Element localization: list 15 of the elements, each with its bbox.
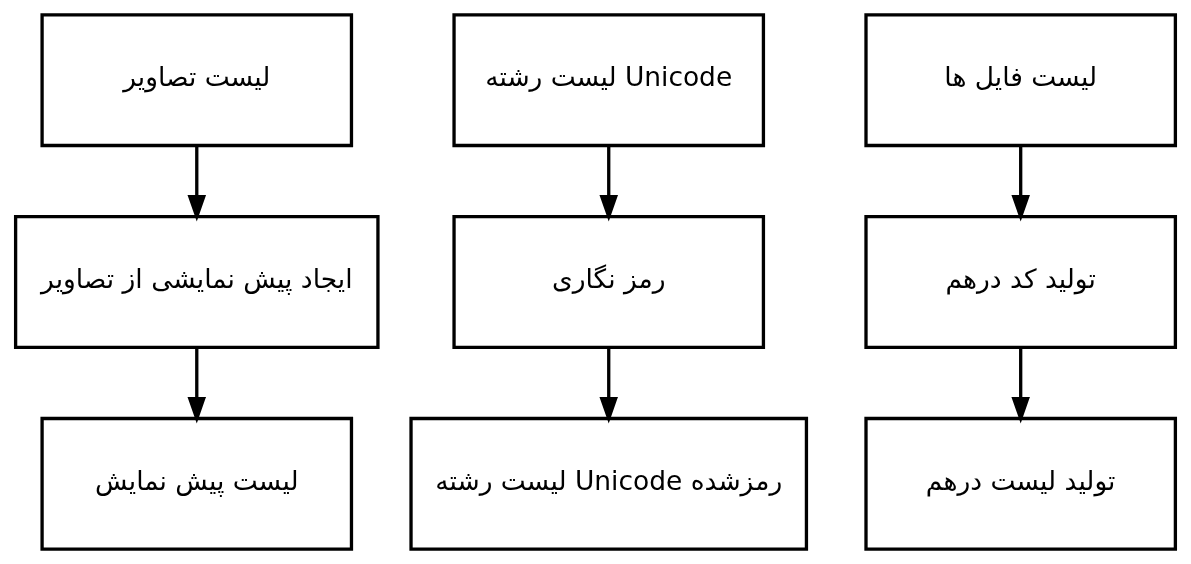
arrow <box>599 347 618 424</box>
node-box: لیست فایل ها <box>864 13 1178 148</box>
arrow <box>1011 347 1030 424</box>
arrow <box>599 145 618 222</box>
arrow <box>187 145 207 222</box>
node-box: تولید لیست درهم <box>864 416 1178 551</box>
node-box: لیست رشته Unicode رمزشده <box>409 416 809 551</box>
node-box: لیست رشته Unicode <box>452 13 766 148</box>
node-box: ایجاد پیش نمایشی از تصاویر <box>13 215 380 349</box>
node-box: لیست پیش نمایش <box>40 416 354 551</box>
arrow <box>1011 145 1030 222</box>
node-box: رمز نگاری <box>452 215 766 349</box>
node-box: لیست تصاویر <box>40 13 354 148</box>
node-box: تولید کد درهم <box>864 215 1178 349</box>
arrow <box>187 347 207 424</box>
